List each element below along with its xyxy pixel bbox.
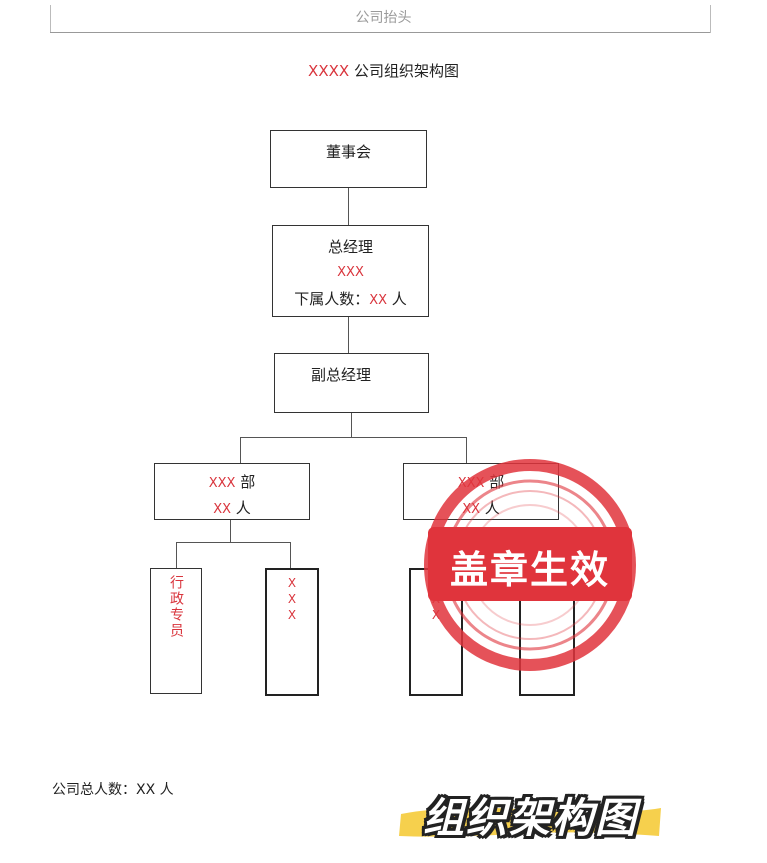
gm-sub-label: 下属人数： (294, 290, 370, 308)
node-board: 董事会 (270, 130, 427, 188)
footer-unit: 人 (159, 782, 174, 798)
connector-staff-horizontal (176, 542, 290, 543)
connector-to-dept-left (240, 437, 241, 463)
footer-label: 公司总人数： (52, 782, 136, 798)
vgm-label: 副总经理 (311, 366, 372, 384)
header-divider (50, 32, 710, 33)
gm-sub-count: XX (369, 293, 388, 308)
title-text: 公司组织架构图 (353, 62, 459, 80)
dept-right-unit: 人 (484, 499, 500, 517)
gm-name: XXX (337, 265, 364, 280)
footer-count: XX (136, 782, 156, 798)
node-staff-2: XXX (265, 568, 319, 696)
title-banner: 组织架构图 (393, 780, 668, 842)
connector-board-gm (348, 188, 349, 225)
connector-to-dept-right (466, 437, 467, 463)
staff-2-label: XXX (285, 576, 299, 624)
stamp-seal: 盖章生效 (420, 455, 640, 675)
dept-right-count: XX (462, 502, 480, 517)
connector-dept-horizontal (240, 437, 466, 438)
chart-title: XXXX 公司组织架构图 (0, 60, 767, 81)
connector-to-staff-2 (290, 542, 291, 568)
node-vice-general-manager: 副总经理 (274, 353, 429, 413)
node-staff-admin: 行政专员 (150, 568, 202, 694)
connector-to-staff-1 (176, 542, 177, 568)
node-dept-left: XXX 部 XX 人 (154, 463, 310, 520)
page-header: 公司抬头 (355, 10, 412, 26)
staff-1-label: 行政专员 (168, 575, 184, 639)
banner-text: 组织架构图 (423, 794, 638, 842)
node-general-manager: 总经理 XXX 下属人数：XX 人 (272, 225, 429, 317)
connector-gm-vgm (348, 317, 349, 353)
footer-total: 公司总人数：XX 人 (52, 779, 174, 799)
dept-left-unit: 人 (235, 499, 251, 517)
dept-left-suffix: 部 (240, 473, 256, 491)
stamp-icon (424, 459, 636, 671)
gm-subordinates: 下属人数：XX 人 (273, 286, 428, 314)
header-right-tick (710, 5, 711, 33)
board-label: 董事会 (325, 143, 371, 161)
stamp-text: 盖章生效 (449, 548, 610, 592)
connector-dept-left-down (230, 520, 231, 542)
banner-highlight-icon (399, 807, 661, 837)
gm-title: 总经理 (327, 238, 373, 256)
title-prefix: XXXX (308, 62, 350, 80)
dept-left-count: XX (213, 502, 231, 517)
dept-left-name: XXX (208, 476, 236, 491)
connector-vgm-split (351, 413, 352, 437)
gm-sub-unit: 人 (391, 290, 407, 308)
header-left-tick (50, 5, 51, 33)
